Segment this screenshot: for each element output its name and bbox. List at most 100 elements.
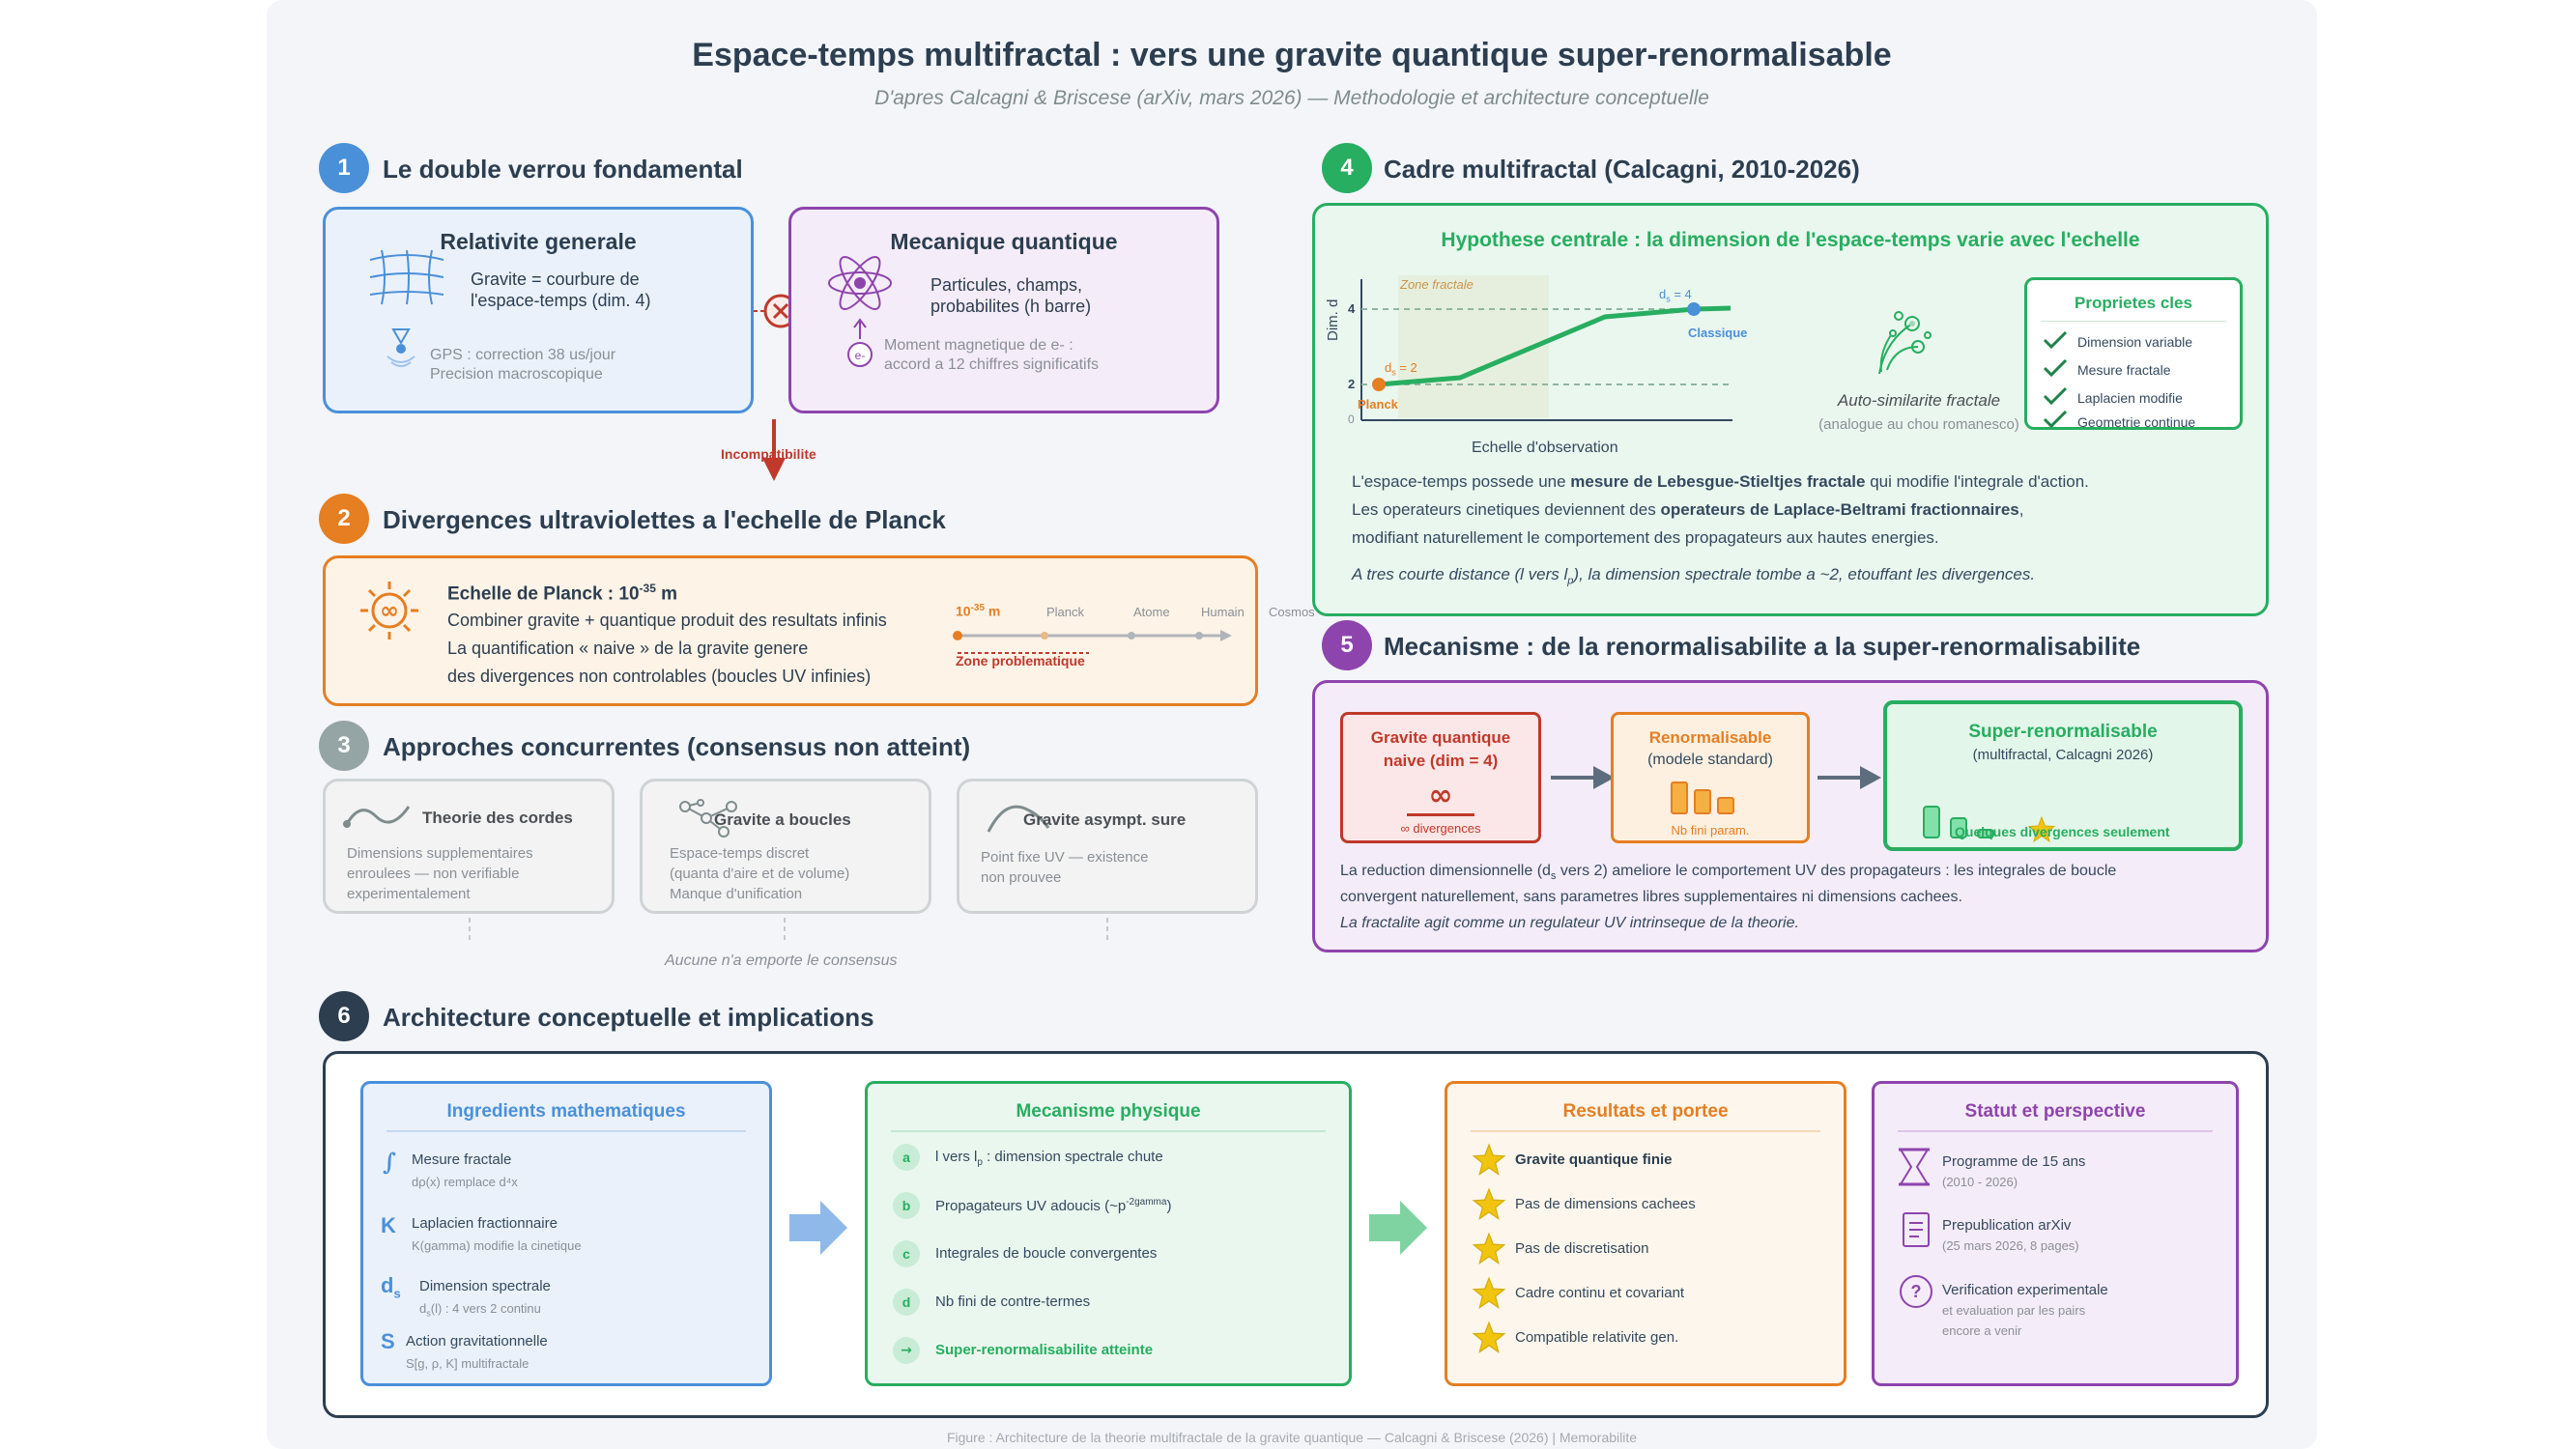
flow-arrow-1 bbox=[787, 1199, 849, 1262]
infinity-symbol: ∞ bbox=[1428, 779, 1453, 812]
graph-ytick-0: 0 bbox=[1348, 412, 1355, 426]
gr-note-2: Precision macroscopique bbox=[430, 366, 603, 383]
multifractal-para-3: modifiant naturellement le comportement … bbox=[1352, 528, 1939, 547]
ingredients-title: Ingredients mathematiques bbox=[446, 1101, 686, 1122]
planck-box: ∞ Echelle de Planck : 10-35 m Combiner g… bbox=[323, 555, 1315, 706]
multifractal-para-1: L'espace-temps possede une mesure de Leb… bbox=[1352, 472, 2089, 491]
renorm-title-1: Renormalisable bbox=[1648, 728, 1772, 747]
qm-box: Mecanique quantique Particules, champs, … bbox=[788, 207, 1219, 413]
card-loop-gravity: Gravite a boucles Espace-temps discret (… bbox=[640, 779, 931, 914]
status-3-desc-1: et evaluation par les pairs bbox=[1942, 1303, 2086, 1318]
page-subtitle: D'apres Calcagni & Briscese (arXiv, mars… bbox=[874, 87, 1709, 109]
qm-title: Mecanique quantique bbox=[890, 229, 1118, 254]
section-3-number: 3 bbox=[319, 721, 369, 771]
incompatibility-arrow bbox=[761, 419, 787, 488]
status-2: Prepublication arXiv bbox=[1942, 1217, 2072, 1234]
renorm-title-2: (modele standard) bbox=[1647, 752, 1773, 768]
section-5-title: Mecanisme : de la renormalisabilite a la… bbox=[1384, 632, 2141, 661]
gr-title: Relativite generale bbox=[440, 229, 637, 254]
card-3-line-1: Point fixe UV — existence bbox=[981, 849, 1149, 866]
card-1-line-1: Dimensions supplementaires bbox=[347, 845, 533, 862]
renorm-note: Nb fini param. bbox=[1671, 823, 1750, 838]
naive-note: ∞ divergences bbox=[1400, 821, 1481, 836]
figure-canvas: Espace-temps multifractal : vers une gra… bbox=[267, 0, 2317, 1449]
scale-label-atome: Atome bbox=[1133, 605, 1170, 619]
question-icon: ? bbox=[1900, 1275, 1932, 1308]
fractal-zone-shading bbox=[1398, 275, 1549, 418]
ingredient-4: Action gravitationnelle bbox=[406, 1333, 548, 1350]
super-title-2: (multifractal, Calcagni 2026) bbox=[1972, 747, 2154, 763]
mechanism-step-c: Integrales de boucle convergentes bbox=[935, 1245, 1158, 1262]
action-s-icon: S bbox=[381, 1329, 395, 1353]
check-icon-1 bbox=[2043, 330, 2068, 355]
graph-zone-label: Zone fractale bbox=[1400, 277, 1474, 292]
step-badge-arrow: → bbox=[893, 1337, 920, 1364]
gr-line-1: Gravite = courbure de bbox=[471, 270, 640, 289]
planck-line-2: La quantification « naive » de la gravit… bbox=[447, 639, 809, 658]
flow-arrow-2 bbox=[1367, 1199, 1429, 1262]
physical-mechanism-panel: Mecanisme physique a l vers lp : dimensi… bbox=[865, 1081, 1352, 1386]
graph-ylabel: Dim. d bbox=[1325, 298, 1341, 341]
qm-note-1: Moment magnetique de e- : bbox=[884, 337, 1073, 354]
renormalisable-box: Renormalisable (modele standard) Nb fini… bbox=[1611, 712, 1810, 843]
results-panel: Resultats et portee Gravite quantique fi… bbox=[1445, 1081, 1846, 1386]
step-badge-b: b bbox=[893, 1192, 920, 1219]
page-title: Espace-temps multifractal : vers une gra… bbox=[692, 37, 1892, 73]
consensus-connector-lines bbox=[466, 918, 1123, 952]
mechanism-line-3: La fractalite agit comme un regulateur U… bbox=[1340, 915, 1799, 931]
result-2: Pas de dimensions cachees bbox=[1515, 1196, 1696, 1212]
mechanism-line-2: convergent naturellement, sans parametre… bbox=[1340, 889, 1962, 905]
card-asymptotic-safety: Gravite asympt. sure Point fixe UV — exi… bbox=[957, 779, 1258, 914]
card-2-line-1: Espace-temps discret bbox=[670, 845, 810, 862]
property-1: Dimension variable bbox=[2077, 334, 2193, 350]
mechanism-step-final: Super-renormalisabilite atteinte bbox=[935, 1342, 1154, 1358]
multifractal-para-4: A tres courte distance (l vers lp), la d… bbox=[1352, 565, 2036, 587]
ingredient-1: Mesure fractale bbox=[412, 1151, 512, 1168]
atom-icon bbox=[826, 256, 894, 313]
status-title: Statut et perspective bbox=[1964, 1101, 2146, 1122]
card-string-theory: Theorie des cordes Dimensions supplement… bbox=[323, 779, 615, 914]
section-4-number: 4 bbox=[1322, 143, 1372, 193]
section-6-number: 6 bbox=[319, 991, 369, 1041]
star-icon-4 bbox=[1472, 1276, 1506, 1315]
section-3-title: Approches concurrentes (consensus non at… bbox=[383, 732, 971, 761]
spacetime-grid-icon bbox=[368, 248, 445, 311]
section-2-title: Divergences ultraviolettes a l'echelle d… bbox=[383, 505, 946, 534]
gr-note-1: GPS : correction 38 us/jour bbox=[430, 347, 616, 363]
section-5-number: 5 bbox=[1322, 620, 1372, 670]
status-panel: Statut et perspective Programme de 15 an… bbox=[1872, 1081, 2239, 1386]
scale-planck-length: 10-35 m bbox=[956, 603, 1001, 619]
electron-label: e- bbox=[854, 349, 866, 362]
super-note: Quelques divergences seulement bbox=[1955, 824, 2170, 839]
multifractal-box: Hypothese centrale : la dimension de l'e… bbox=[1312, 203, 2269, 616]
ingredient-4-desc: S[g, ρ, K] multifractale bbox=[406, 1356, 530, 1371]
section-1-number: 1 bbox=[319, 143, 369, 193]
arrow-naive-to-renorm bbox=[1549, 764, 1617, 796]
gps-satellite-icon bbox=[382, 326, 420, 377]
figure-footer: Figure : Architecture de la theorie mult… bbox=[946, 1430, 1638, 1445]
document-icon bbox=[1902, 1211, 1931, 1253]
planck-line-1: Combiner gravite + quantique produit des… bbox=[447, 611, 887, 630]
ingredient-2: Laplacien fractionnaire bbox=[412, 1215, 558, 1232]
properties-title: Proprietes cles bbox=[2075, 294, 2192, 312]
qm-line-2: probabilites (h barre) bbox=[930, 297, 1092, 316]
results-title: Resultats et portee bbox=[1562, 1101, 1729, 1122]
property-3: Laplacien modifie bbox=[2077, 390, 2183, 406]
hourglass-icon bbox=[1898, 1148, 1931, 1191]
zone-problematique: Zone problematique bbox=[956, 653, 1085, 668]
graph-ds2-label: ds = 2 bbox=[1385, 360, 1417, 378]
check-icon-2 bbox=[2043, 358, 2068, 383]
graph-classique-label: Classique bbox=[1688, 326, 1748, 340]
section-2-number: 2 bbox=[319, 494, 369, 544]
super-bars-icon bbox=[1922, 805, 2038, 844]
status-3-desc-2: encore a venir bbox=[1942, 1323, 2022, 1338]
ingredient-3: Dimension spectrale bbox=[419, 1278, 551, 1294]
mechanism-panel-title: Mecanisme physique bbox=[1016, 1101, 1201, 1122]
star-icon-1 bbox=[1472, 1143, 1506, 1181]
planck-heading: Echelle de Planck : 10-35 m bbox=[447, 582, 678, 605]
status-3: Verification experimentale bbox=[1942, 1282, 2108, 1298]
gr-line-2: l'espace-temps (dim. 4) bbox=[471, 291, 651, 310]
super-renormalisable-box: Super-renormalisable (multifractal, Calc… bbox=[1883, 700, 2243, 851]
super-star-icon bbox=[2027, 815, 2056, 848]
properties-panel: Proprietes cles Dimension variable Mesur… bbox=[2024, 277, 2243, 430]
